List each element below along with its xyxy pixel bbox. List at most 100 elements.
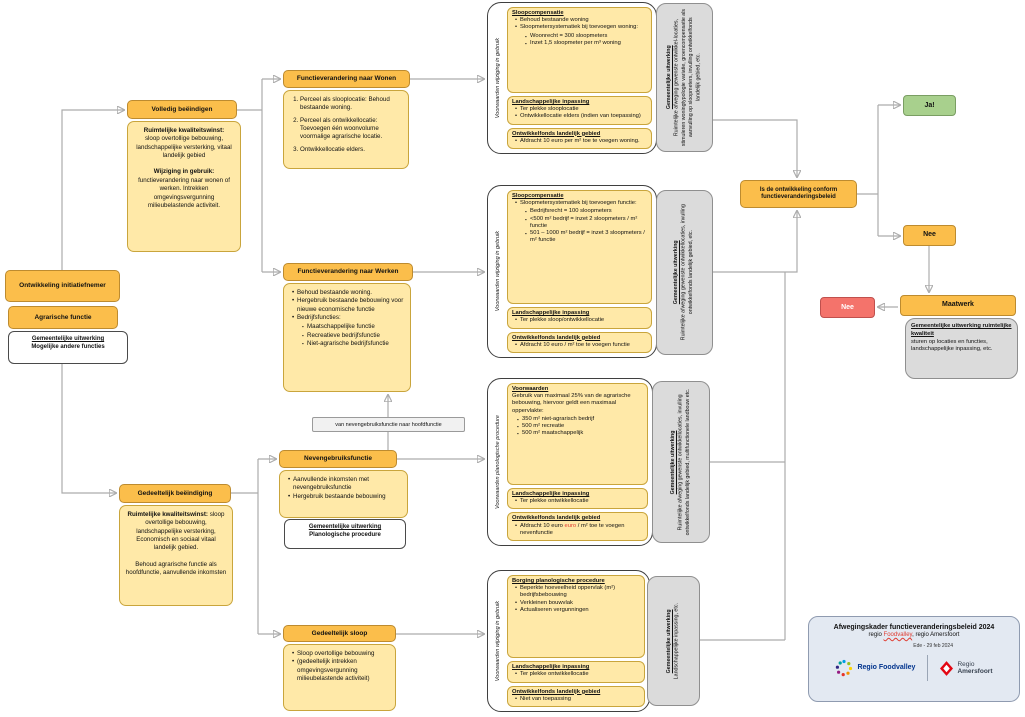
nee-box: Nee: [903, 225, 956, 246]
nevengebruiksfunctie-detail: Aanvullende inkomsten met nevengebruiksf…: [279, 470, 408, 518]
landschappelijke-inpassing-box: Landschappelijke inpassing Ter plekke sl…: [507, 307, 652, 329]
side-title: Gemeentelijke uitwerking: [669, 430, 676, 494]
foodvalley-logo-icon: [836, 659, 853, 677]
nee-red-box: Nee: [820, 297, 875, 318]
detail-text: Ruimtelijke kwaliteitswinst: sloop overt…: [127, 511, 225, 552]
functieverandering-wonen-detail: Perceel als slooplocatie: Behoud bestaan…: [283, 90, 409, 169]
card-subtitle: Planologische procedure: [309, 532, 381, 539]
legend-date: Ede - 29 feb 2024: [913, 643, 953, 649]
list-item: Ter plekke slooplocatie: [515, 106, 647, 113]
volledig-beeindigen-header: Volledig beëindigen: [127, 100, 237, 119]
functieverandering-werken-detail: Behoud bestaande woning. Hergebruik best…: [283, 283, 411, 392]
list-item: Hergebruik bestaande bebouwing voor nieu…: [292, 297, 405, 314]
list-item: Sloopmetersystematiek bij toevoegen func…: [515, 200, 647, 244]
card-title: Gemeentelijke uitwerking ruimtelijke kwa…: [911, 323, 1012, 337]
list-item: Inzet 1,5 sloopmeter per m³ woning: [525, 40, 647, 47]
side-text: Landschappelijke inpassing, etc.: [673, 602, 680, 680]
gemeentelijke-uitwerking-card: Gemeentelijke uitwerking Mogelijke ander…: [8, 331, 128, 364]
ontwikkelfonds-box: Ontwikkelfonds landelijk gebied Niet van…: [507, 685, 645, 707]
list-item: Maatschappelijke functie: [302, 323, 405, 331]
list-item: Sloop overtollige bebouwing: [292, 650, 390, 659]
list-item: 500 m² recreatie: [517, 423, 643, 430]
list-item: Woonrecht = 300 sloopmeters: [525, 33, 647, 40]
list-item: Afdracht 10 euro / m² toe te voegen func…: [515, 342, 647, 349]
side-title: Gemeentelijke uitwerking: [665, 45, 672, 110]
ja-box: Ja!: [903, 95, 956, 116]
list-item: Perceel als ontwikkellocatie: Toevoegen …: [300, 117, 403, 142]
header-label: Gedeeltelijk sloop: [311, 629, 368, 637]
panel-voorwaarden-werken: Voorwaarden wijziging in gebruik Sloopco…: [487, 185, 657, 358]
list-item: Ter plekke sloop/ontwikkellocatie: [515, 317, 647, 324]
gemeentelijke-uitwerking-side-3: Gemeentelijke uitwerking Ruimtelijke afw…: [652, 381, 710, 543]
volledig-beeindigen-detail: Ruimtelijke kwaliteitswinst: sloop overt…: [127, 121, 241, 252]
ontwikkelfonds-box: Ontwikkelfonds landelijk gebied Afdracht…: [507, 331, 652, 353]
header-label: Nevengebruiksfunctie: [304, 455, 372, 463]
side-text: Ruimtelijke afweging gewenste ontwikkell…: [677, 388, 691, 536]
initiator-box: Ontwikkeling initiatiefnemer: [5, 270, 120, 302]
list-item: Niet-agrarische bedrijfsfunctie: [302, 340, 405, 348]
list-item: Ter plekke ontwikkellocatie: [515, 498, 643, 505]
list-item: Sloopmetersystematiek bij toevoegen woni…: [515, 24, 647, 47]
decision-question: Is de ontwikkeling conform functieverand…: [759, 187, 838, 200]
card-subtitle: Mogelijke andere functies: [31, 344, 105, 351]
initiator-label: Ontwikkeling initiatiefnemer: [19, 282, 106, 290]
maatwerk-box: Maatwerk: [900, 295, 1016, 316]
list-item: Niet van toepassing: [515, 696, 640, 703]
detail-text: functieverandering naar wonen of werken.…: [138, 176, 230, 209]
gemeentelijke-uitwerking-side-1: Gemeentelijke uitwerking Ruimtelijke afw…: [656, 3, 713, 152]
panel-side-label: Voorwaarden wijziging in gebruik: [494, 600, 501, 682]
list-item: Ontwikkellocatie elders.: [300, 146, 403, 154]
gedeeltelijk-sloop-header: Gedeeltelijk sloop: [283, 625, 396, 642]
decision-box: Is de ontwikkeling conform functieverand…: [740, 180, 857, 208]
gemeentelijke-uitwerking-kwaliteit-card: Gemeentelijke uitwerking ruimtelijke kwa…: [905, 318, 1018, 379]
gedeeltelijk-beeindiging-header: Gedeeltelijk beëindiging: [119, 484, 231, 503]
side-text: Ruimtelijke afweging gewenste ontwikkell…: [680, 204, 695, 341]
functieverandering-wonen-header: Functieverandering naar Wonen: [283, 70, 410, 88]
legend-subtitle: regio Foodvalley, regio Amersfoort: [868, 632, 960, 638]
landschappelijke-inpassing-box: Landschappelijke inpassing Ter plekke on…: [507, 661, 645, 683]
list-item: Afdracht 10 euro euro / m² toe te voegen…: [515, 523, 643, 537]
list-item: 350 m² niet-agrarisch bedrijf: [517, 416, 643, 423]
header-label: Gedeeltelijk beëindiging: [137, 489, 213, 497]
header-label: Volledig beëindigen: [151, 105, 213, 113]
panel-side-label: Voorwaarden wijziging in gebruik: [494, 231, 501, 312]
panel-voorwaarden-wonen: Voorwaarden wijziging in gebruik Sloopco…: [487, 2, 657, 154]
list-item: Perceel als slooplocatie: Behoud bestaan…: [300, 96, 403, 113]
detail-text: sloop overtollige bebouwing, landschappe…: [136, 135, 232, 160]
list-item: Behoud bestaande woning: [515, 17, 647, 24]
foodvalley-logo: Regio Foodvalley: [835, 659, 915, 677]
legend-title: Afwegingskader functieveranderingsbeleid…: [833, 624, 995, 631]
borging-box: Borging planologische procedure Beperkte…: [507, 575, 645, 659]
list-item: Verkleinen bouwvlak: [515, 600, 640, 607]
functieverandering-werken-header: Functieverandering naar Werken: [283, 263, 413, 281]
list-item: Afdracht 10 euro per m² toe te voegen wo…: [515, 138, 647, 145]
amersfoort-logo-text: Regio Amersfoort: [957, 660, 993, 675]
list-item: Behoud bestaande woning.: [292, 289, 405, 298]
amersfoort-logo: Regio Amersfoort: [940, 660, 993, 676]
gedeeltelijk-sloop-detail: Sloop overtollige bebouwing (gedeeltelij…: [283, 644, 396, 711]
header-label: Functieverandering naar Werken: [297, 268, 399, 276]
list-item: <500 m² bedrijf = inzet 2 sloopmeters / …: [525, 216, 647, 230]
ontwikkelfonds-box: Ontwikkelfonds landelijk gebied Afdracht…: [507, 127, 652, 149]
list-item: 500 m² maatschappelijk: [517, 430, 643, 437]
header-label: Functieverandering naar Wonen: [296, 75, 397, 83]
detail-title: Ruimtelijke kwaliteitswinst:: [143, 127, 225, 134]
list-item: Beperkte hoeveelheid oppervlak (m²) bedr…: [515, 585, 640, 599]
gedeeltelijk-beeindiging-detail: Ruimtelijke kwaliteitswinst: sloop overt…: [119, 505, 233, 606]
sloopcompensatie-box: Sloopcompensatie Sloopmetersystematiek b…: [507, 190, 652, 305]
list-item: Ter plekke ontwikkellocatie: [515, 671, 640, 678]
legend-card: Afwegingskader functieveranderingsbeleid…: [808, 616, 1020, 702]
list-item: Aanvullende inkomsten met nevengebruiksf…: [288, 476, 402, 493]
box-text: Gebruik van maximaal 25% van de agrarisc…: [512, 393, 631, 414]
detail-title: Wijziging in gebruik:: [153, 168, 215, 176]
planologische-procedure-card: Gemeentelijke uitwerking Planologische p…: [284, 519, 406, 549]
list-item: 501 – 1000 m² bedrijf = inzet 3 sloopmet…: [525, 230, 647, 244]
list-item: (gedeeltelijk intrekken omgevingsvergunn…: [292, 658, 390, 683]
note-label: van nevengebruiksfunctie naar hoofdfunct…: [335, 421, 442, 428]
logo-divider: [927, 655, 929, 681]
sloopcompensatie-box: Sloopcompensatie Behoud bestaande woning…: [507, 7, 652, 93]
gemeentelijke-uitwerking-side-2: Gemeentelijke uitwerking Ruimtelijke afw…: [656, 190, 713, 355]
amersfoort-logo-icon: [940, 660, 954, 676]
list-item: Ontwikkellocatie elders (indien van toep…: [515, 113, 647, 120]
agrarische-functie-box: Agrarische functie: [8, 306, 118, 329]
